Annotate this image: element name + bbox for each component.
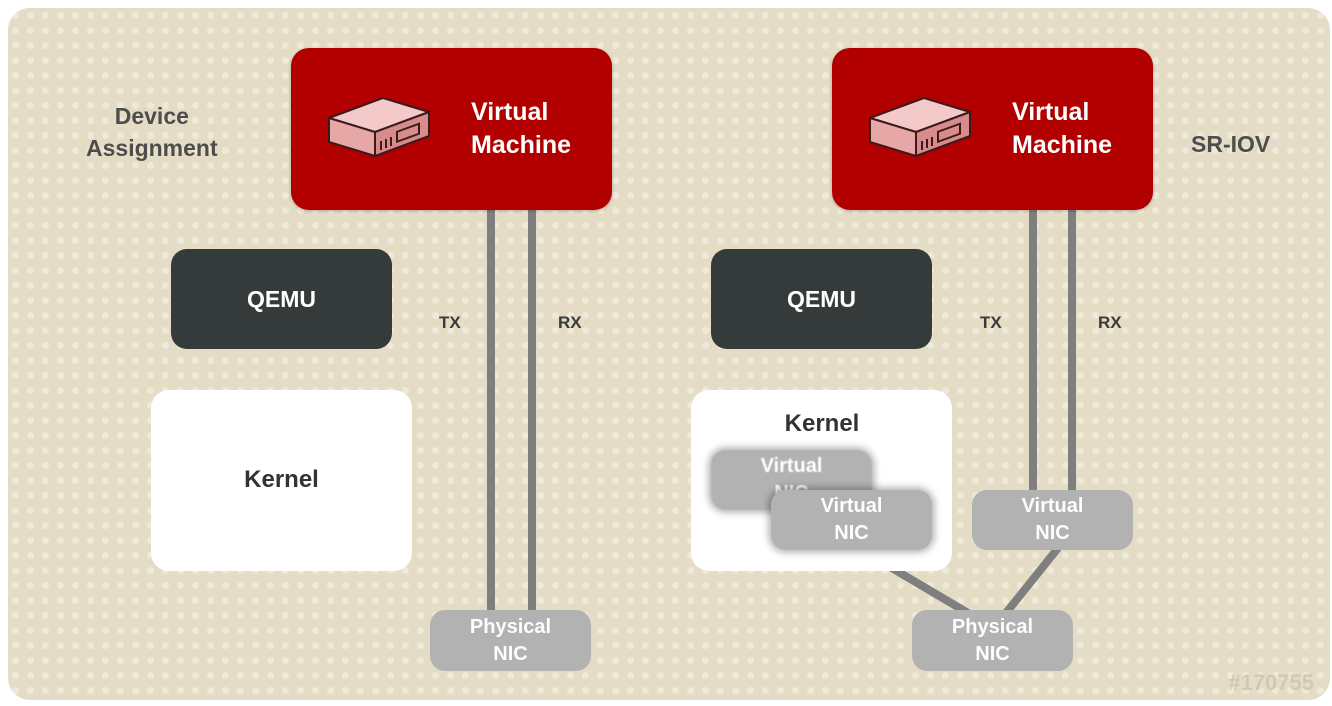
left-qemu: QEMU [171, 249, 392, 349]
diagram-canvas: Device Assignment SR-IOV Virtual Machine… [8, 8, 1330, 700]
sriov-virtual-nic: Virtual NIC [972, 490, 1133, 550]
vm-label: Virtual Machine [471, 98, 572, 159]
figure-id-watermark: #170755 [1228, 670, 1314, 695]
server-icon [328, 97, 430, 157]
right-physical-nic: Physical NIC [912, 610, 1073, 671]
right-virtual-machine: Virtual Machine [832, 48, 1153, 210]
sr-iov-title: SR-IOV [1191, 131, 1271, 157]
left-virtual-machine: Virtual Machine [291, 48, 612, 210]
kernel-label: Kernel [784, 410, 860, 437]
left-kernel: Kernel [151, 390, 412, 571]
left-physical-nic: Physical NIC [430, 610, 591, 671]
right-qemu: QEMU [711, 249, 932, 349]
connections [487, 208, 1076, 617]
kernel-virtual-nic-front: Virtual NIC [771, 490, 932, 550]
right-rx-label: RX [1098, 313, 1122, 332]
right-tx-label: TX [980, 313, 1002, 332]
left-tx-label: TX [439, 313, 461, 332]
kernel-label: Kernel [244, 466, 319, 493]
vnic-to-physical-line-right [1002, 545, 1062, 616]
left-rx-label: RX [558, 313, 582, 332]
device-assignment-title: Device Assignment [86, 103, 218, 161]
server-icon [869, 97, 971, 157]
vm-label: Virtual Machine [1012, 98, 1113, 159]
